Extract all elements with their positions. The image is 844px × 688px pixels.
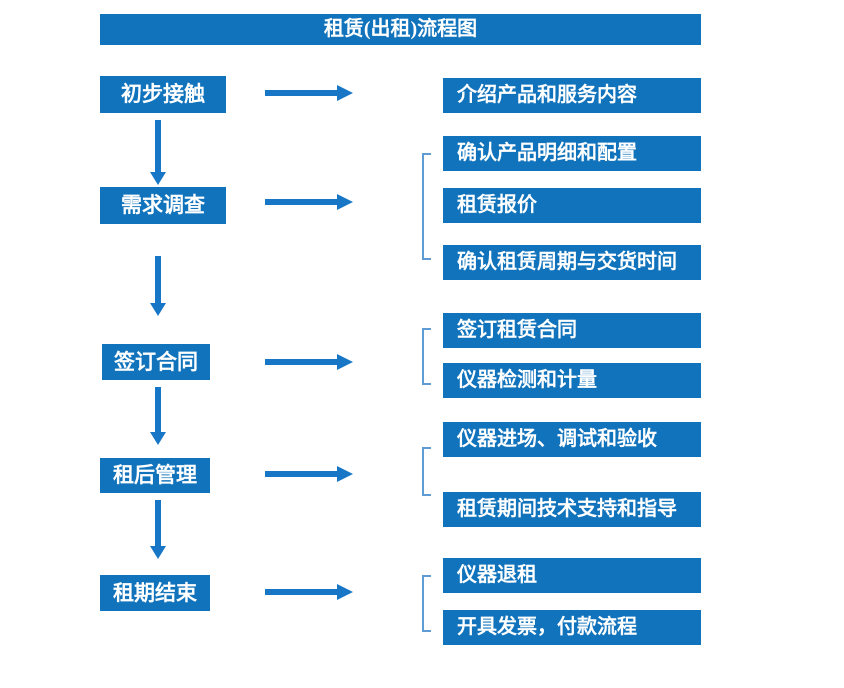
- flow-arrow-right-3: [265, 354, 353, 370]
- output-box: 仪器进场、调试和验收: [443, 422, 701, 457]
- arrow-head-icon: [150, 432, 166, 445]
- output-box: 确认产品明细和配置: [443, 136, 701, 171]
- stage-initial-contact: 初步接触: [100, 76, 226, 113]
- output-box: 介绍产品和服务内容: [443, 78, 701, 113]
- arrow-stem: [265, 471, 337, 477]
- arrow-head-icon: [150, 303, 166, 316]
- output-box: 租赁期间技术支持和指导: [443, 492, 701, 527]
- stage-post-rental-management: 租后管理: [100, 458, 210, 493]
- arrow-stem: [155, 120, 161, 173]
- flow-arrow-right-5: [265, 584, 353, 600]
- arrow-head-icon: [337, 85, 353, 101]
- group-bracket-post-rental: [422, 447, 431, 496]
- flow-arrow-right-2: [265, 194, 353, 210]
- flow-arrow-down-3: [150, 387, 166, 445]
- output-box: 签订租赁合同: [443, 313, 701, 348]
- flow-arrow-down-4: [150, 500, 166, 559]
- output-box: 仪器检测和计量: [443, 363, 701, 398]
- arrow-stem: [265, 359, 337, 365]
- group-bracket-requirement-survey: [422, 153, 431, 260]
- arrow-head-icon: [337, 466, 353, 482]
- diagram-title: 租赁(出租)流程图: [100, 14, 701, 45]
- arrow-stem: [265, 589, 337, 595]
- arrow-stem: [155, 256, 161, 304]
- output-box: 开具发票，付款流程: [443, 610, 701, 645]
- output-box: 确认租赁周期与交货时间: [443, 245, 701, 280]
- flow-arrow-right-1: [265, 85, 353, 101]
- flow-arrow-right-4: [265, 466, 353, 482]
- stage-lease-end: 租期结束: [100, 575, 210, 611]
- output-box: 仪器退租: [443, 558, 701, 593]
- flow-arrow-down-2: [150, 256, 166, 316]
- arrow-stem: [155, 500, 161, 547]
- group-bracket-sign-contract: [422, 328, 431, 385]
- arrow-stem: [265, 90, 337, 96]
- stage-sign-contract: 签订合同: [102, 344, 210, 380]
- arrow-head-icon: [337, 584, 353, 600]
- stage-requirement-survey: 需求调查: [100, 187, 226, 224]
- arrow-head-icon: [150, 546, 166, 559]
- arrow-head-icon: [150, 172, 166, 185]
- arrow-stem: [265, 199, 337, 205]
- output-box: 租赁报价: [443, 188, 701, 223]
- group-bracket-lease-end: [422, 575, 431, 632]
- arrow-stem: [155, 387, 161, 433]
- flow-arrow-down-1: [150, 120, 166, 185]
- arrow-head-icon: [337, 194, 353, 210]
- arrow-head-icon: [337, 354, 353, 370]
